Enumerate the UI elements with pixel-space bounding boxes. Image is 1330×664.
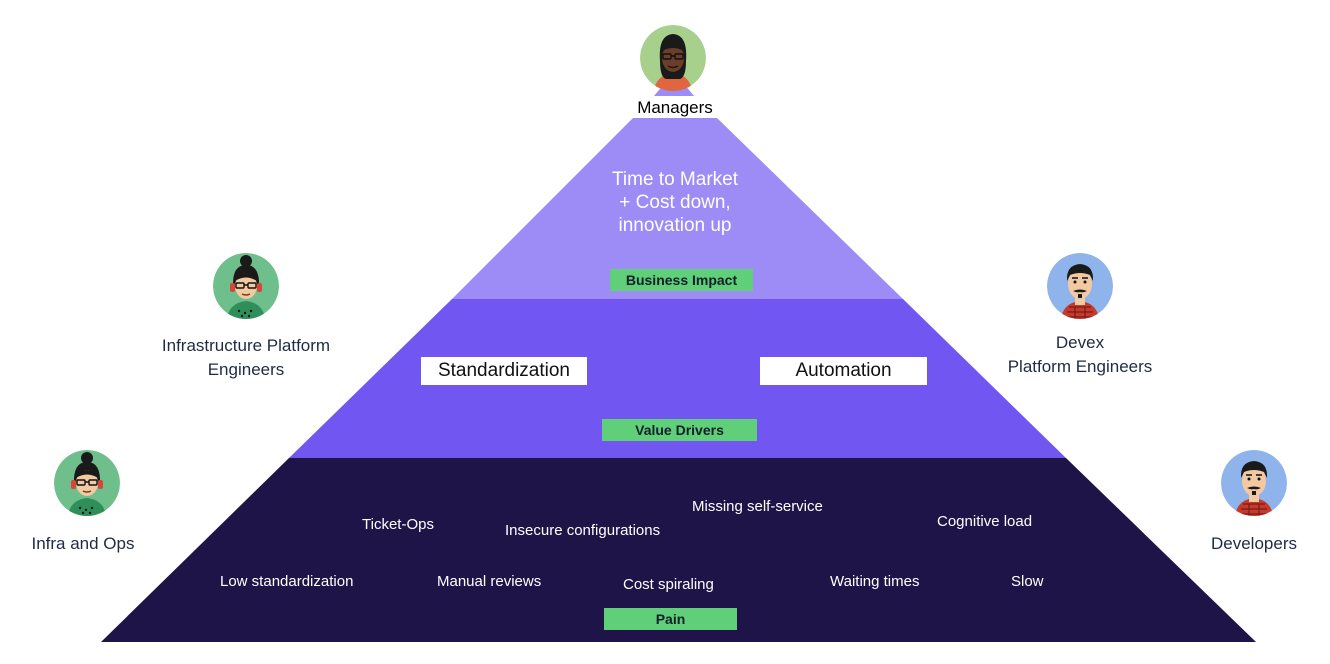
pain-item-manual-reviews: Manual reviews [437, 573, 542, 590]
developers-label: Developers [1211, 534, 1297, 553]
infra-platform-engineers-line2: Engineers [207, 360, 285, 379]
pyramid-tier-middle [289, 299, 1066, 458]
infra-ops-avatar-icon [54, 450, 120, 516]
business-impact-line3: innovation up [618, 215, 732, 236]
infra-platform-engineers-label: Infrastructure Platform Engineers [140, 334, 352, 382]
pain-item-cognitive-load: Cognitive load [937, 513, 1033, 530]
devex-platform-engineers-line2: Platform Engineers [1007, 357, 1153, 376]
pain-item-insecure-configurations: Insecure configurations [505, 522, 661, 539]
pain-item-waiting-times: Waiting times [830, 573, 920, 590]
business-impact-line2: + Cost down, [619, 192, 731, 213]
pyramid-tier-top [452, 118, 903, 299]
standardization-box: Standardization [421, 357, 587, 385]
business-impact-statement: Time to Market + Cost down, innovation u… [575, 168, 775, 237]
automation-box: Automation [760, 357, 927, 385]
devex-engineer-avatar-icon [1047, 253, 1113, 319]
managers-label: Managers [637, 98, 713, 117]
infra-platform-engineer-avatar-icon [213, 253, 279, 319]
pain-item-ticket-ops: Ticket-Ops [362, 516, 434, 533]
infra-platform-engineers-line1: Infrastructure Platform [161, 336, 331, 355]
business-impact-tag: Business Impact [610, 269, 753, 291]
manager-avatar-icon [640, 25, 706, 91]
developer-avatar-icon [1221, 450, 1287, 516]
devex-platform-engineers-label: Devex Platform Engineers [990, 331, 1170, 379]
infra-ops-label: Infra and Ops [31, 534, 135, 553]
pyramid-tier-bottom [101, 458, 1256, 642]
devex-platform-engineers-line1: Devex [1055, 333, 1105, 352]
pain-item-cost-spiraling: Cost spiraling [623, 576, 714, 593]
pain-item-low-standardization: Low standardization [220, 573, 354, 590]
pain-item-missing-self-service: Missing self-service [692, 498, 823, 515]
pain-item-slow: Slow [1011, 573, 1044, 590]
business-impact-line1: Time to Market [612, 169, 738, 190]
value-drivers-tag: Value Drivers [602, 419, 757, 441]
pain-tag: Pain [604, 608, 737, 630]
